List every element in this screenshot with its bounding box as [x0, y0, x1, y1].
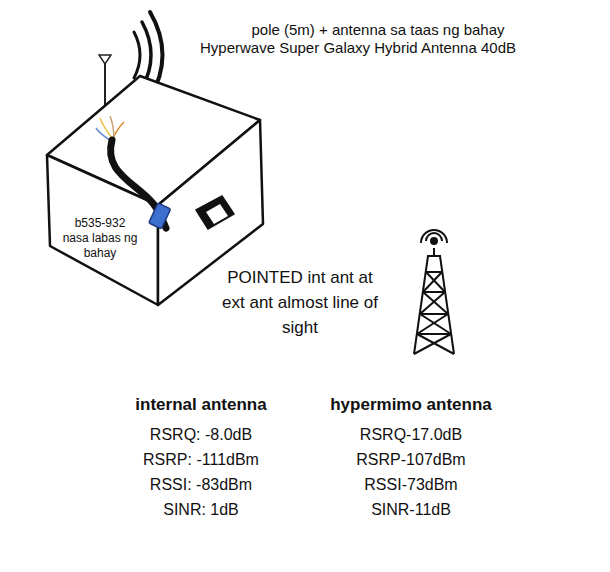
router: [149, 203, 171, 229]
column-heading: hypermimo antenna: [316, 394, 506, 416]
pointing-note: POINTED int ant at ext ant almost line o…: [214, 265, 386, 340]
house-label: b535-932 nasa labas ng bahay: [62, 216, 138, 261]
wire: [110, 116, 114, 139]
signal-value: RSRP: -111dBm: [116, 449, 286, 471]
signal-value: RSSI: -83dBm: [116, 474, 286, 496]
wire: [96, 128, 110, 140]
column-heading: internal antenna: [116, 394, 286, 416]
signal-value: RSRP-107dBm: [326, 449, 496, 471]
antenna-tip: [99, 55, 111, 64]
antenna-note: pole (5m) + antenna sa taas ng bahay: [228, 21, 528, 39]
signal-value: RSRQ-17.0dB: [326, 424, 496, 446]
box-face: [206, 204, 228, 224]
internal-antenna-box: [196, 196, 234, 229]
cell-tower: [414, 230, 454, 354]
wall-left: [47, 155, 158, 305]
signal-value: SINR: 1dB: [116, 499, 286, 521]
signal-value: RSSI-73dBm: [326, 474, 496, 496]
antenna-note: Hyperwave Super Galaxy Hybrid Antenna 40…: [178, 39, 538, 57]
signal-value: SINR-11dB: [326, 499, 496, 521]
signal-value: RSRQ: -8.0dB: [116, 424, 286, 446]
